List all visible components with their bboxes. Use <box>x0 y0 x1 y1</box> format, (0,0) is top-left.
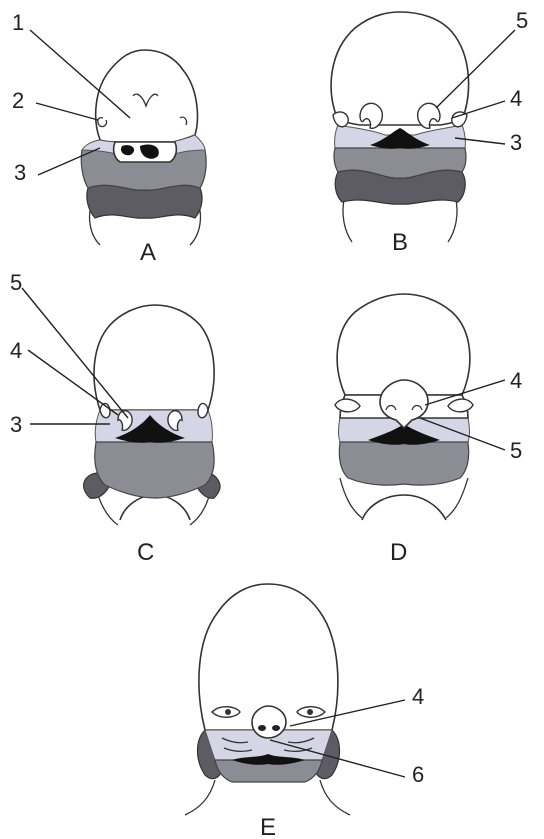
panel-b-left-eye <box>333 112 348 127</box>
panel-b: 5 4 3 B <box>331 8 528 256</box>
panel-a-leader-2 <box>36 103 98 120</box>
panel-c-chest-curve <box>120 495 190 520</box>
panel-b-head <box>331 12 469 125</box>
panel-e-right-nostril <box>272 725 280 731</box>
panel-e-nose <box>252 706 286 738</box>
panel-a: 1 2 3 A <box>12 10 206 266</box>
panel-e-left-nostril <box>258 725 266 731</box>
panel-c-label-5: 5 <box>10 270 22 295</box>
panel-a-label-3: 3 <box>14 160 26 185</box>
panel-e: 4 6 E <box>185 584 424 839</box>
panel-c-label-4: 4 <box>10 338 22 363</box>
panel-b-label-4: 4 <box>510 86 522 111</box>
panel-d-letter: D <box>390 539 407 566</box>
panel-b-letter: B <box>392 229 408 256</box>
panel-a-label-2: 2 <box>12 88 24 113</box>
panel-e-right-pupil <box>307 709 313 715</box>
panel-e-label-6: 6 <box>412 762 424 787</box>
panel-e-neck-left <box>185 780 215 815</box>
panel-d-neck-right <box>446 478 468 518</box>
panel-d-maxillary-region <box>339 442 468 485</box>
panel-c-label-3: 3 <box>10 412 22 437</box>
panel-c-head <box>94 305 214 410</box>
panel-c-right-eye <box>198 403 208 417</box>
panel-b-label-3: 3 <box>510 130 522 155</box>
panel-d-chest-curve <box>362 495 446 520</box>
panel-a-letter: A <box>140 239 156 266</box>
panel-d-label-4: 4 <box>510 368 522 393</box>
panel-c: 5 4 3 C <box>10 270 220 566</box>
panel-e-letter: E <box>260 814 276 839</box>
panel-a-frontonasal-head <box>96 50 198 142</box>
panel-d-neck-left <box>340 478 362 518</box>
panel-d: 4 5 D <box>335 294 522 566</box>
panel-c-maxillary-region <box>95 442 214 498</box>
panel-e-left-pupil <box>225 709 231 715</box>
panel-c-letter: C <box>137 539 154 566</box>
panel-a-label-1: 1 <box>12 10 24 35</box>
panel-d-label-5: 5 <box>510 438 522 463</box>
panel-b-label-5: 5 <box>516 8 528 33</box>
panel-e-neck-right <box>320 780 350 815</box>
panel-e-label-4: 4 <box>412 684 424 709</box>
